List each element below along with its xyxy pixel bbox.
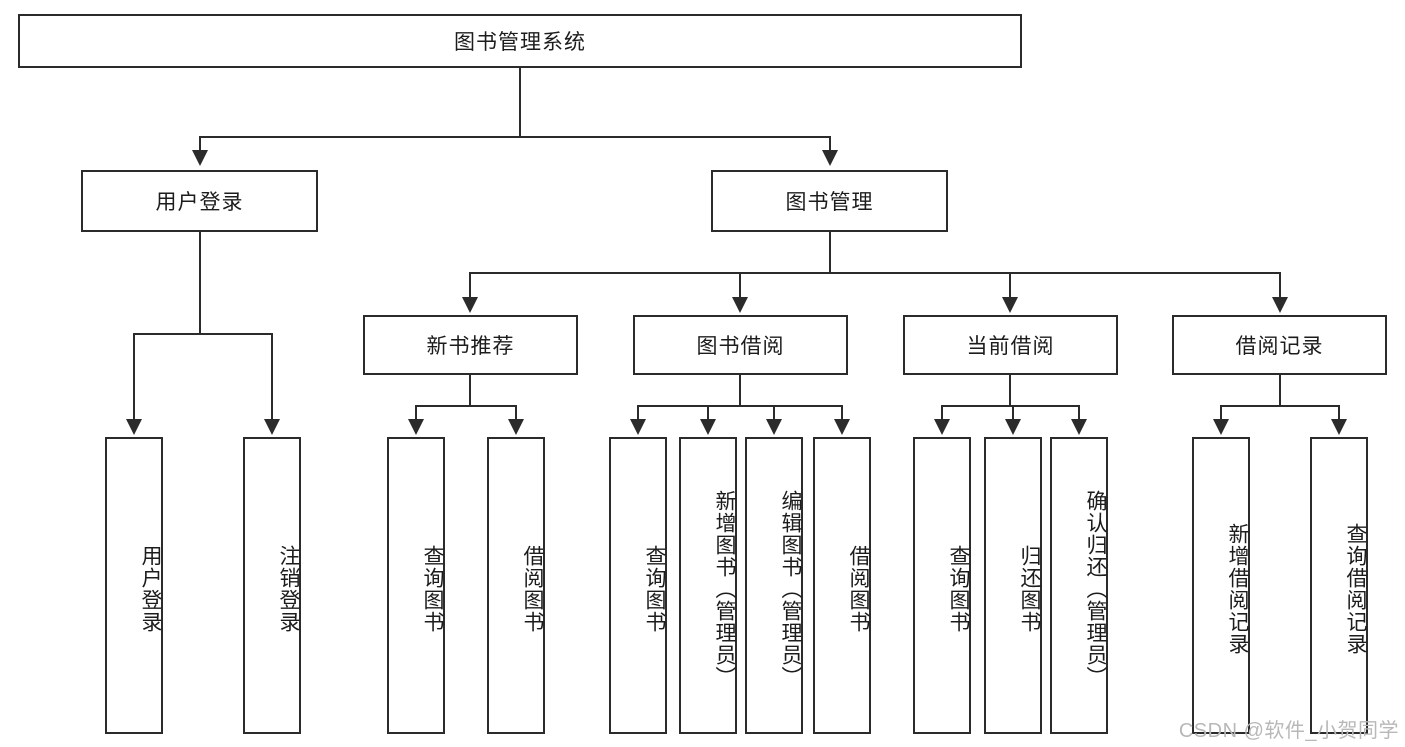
arrowhead-borrow-to-leaf2 <box>700 419 716 435</box>
node-label: 图书管理系统 <box>454 31 586 54</box>
connector-borrow-bus <box>637 405 842 407</box>
connector-current-to-leaf3 <box>1078 405 1080 421</box>
connector-borrow-to-leaf4 <box>841 405 843 421</box>
node-user-login[interactable]: 用户登录 <box>81 170 318 232</box>
arrowhead-newbooks-to-leaf2 <box>508 419 524 435</box>
leaf-search-borrow-record[interactable]: 查询借阅记录 <box>1310 437 1368 734</box>
node-label: 用户登录 <box>155 191 244 214</box>
arrowhead-records-to-leaf1 <box>1213 419 1229 435</box>
node-label: 图书借阅 <box>696 335 785 358</box>
node-label: 用户登录 <box>139 544 162 633</box>
connector-login-to-leaf1 <box>133 333 135 421</box>
connector-current-to-leaf1 <box>941 405 943 421</box>
arrowhead-current-to-leaf1 <box>934 419 950 435</box>
connector-login-bus <box>133 333 272 335</box>
connector-bookmgmt-to-newbooks <box>469 272 471 299</box>
arrowhead-current-to-leaf2 <box>1005 419 1021 435</box>
connector-bookmgmt-stem <box>829 232 831 274</box>
arrowhead-borrow-to-leaf1 <box>630 419 646 435</box>
arrowhead-login-to-leaf1 <box>126 419 142 435</box>
connector-root-stem <box>519 68 521 138</box>
arrowhead-records-to-leaf2 <box>1331 419 1347 435</box>
arrowhead-bookmgmt-to-current <box>1002 297 1018 313</box>
arrowhead-login-to-leaf2 <box>264 419 280 435</box>
node-label: 确认归还（管理员） <box>1084 489 1107 688</box>
arrowhead-borrow-to-leaf3 <box>766 419 782 435</box>
node-label: 查询借阅记录 <box>1344 522 1367 655</box>
leaf-edit-book-admin[interactable]: 编辑图书（管理员） <box>745 437 803 734</box>
connector-login-to-leaf2 <box>271 333 273 421</box>
connector-bookmgmt-bus <box>469 272 1281 274</box>
arrowhead-newbooks-to-leaf1 <box>408 419 424 435</box>
connector-borrow-to-leaf3 <box>773 405 775 421</box>
node-label: 归还图书 <box>1018 544 1041 633</box>
node-label: 借阅记录 <box>1235 335 1324 358</box>
connector-records-to-leaf2 <box>1338 405 1340 421</box>
arrowhead-root-to-login <box>192 150 208 166</box>
connector-newbooks-bus <box>415 405 516 407</box>
connector-bookmgmt-to-current <box>1009 272 1011 299</box>
arrowhead-bookmgmt-to-records <box>1272 297 1288 313</box>
leaf-borrow-books[interactable]: 借阅图书 <box>813 437 871 734</box>
connector-login-stem <box>199 232 201 335</box>
node-label: 当前借阅 <box>966 335 1055 358</box>
leaf-user-login[interactable]: 用户登录 <box>105 437 163 734</box>
leaf-search-books-current[interactable]: 查询图书 <box>913 437 971 734</box>
connector-bookmgmt-to-records <box>1279 272 1281 299</box>
leaf-add-borrow-record[interactable]: 新增借阅记录 <box>1192 437 1250 734</box>
connector-current-to-leaf2 <box>1012 405 1014 421</box>
node-label: 图书管理 <box>785 191 874 214</box>
connector-current-stem <box>1009 375 1011 407</box>
node-book-management[interactable]: 图书管理 <box>711 170 948 232</box>
connector-bookmgmt-to-borrow <box>739 272 741 299</box>
node-current-borrow[interactable]: 当前借阅 <box>903 315 1118 375</box>
connector-root-bus <box>199 136 831 138</box>
connector-records-to-leaf1 <box>1220 405 1222 421</box>
arrowhead-root-to-bookmgmt <box>822 150 838 166</box>
node-label: 新增借阅记录 <box>1226 522 1249 655</box>
node-label: 查询图书 <box>947 544 970 633</box>
connector-root-to-login <box>199 136 201 152</box>
node-book-borrow[interactable]: 图书借阅 <box>633 315 848 375</box>
leaf-confirm-return-admin[interactable]: 确认归还（管理员） <box>1050 437 1108 734</box>
connector-records-stem <box>1279 375 1281 407</box>
leaf-add-book-admin[interactable]: 新增图书（管理员） <box>679 437 737 734</box>
connector-borrow-to-leaf2 <box>707 405 709 421</box>
node-new-book-recommend[interactable]: 新书推荐 <box>363 315 578 375</box>
connector-borrow-stem <box>739 375 741 407</box>
leaf-borrow-books-new[interactable]: 借阅图书 <box>487 437 545 734</box>
node-label: 借阅图书 <box>521 544 544 633</box>
node-label: 注销登录 <box>277 544 300 633</box>
leaf-logout[interactable]: 注销登录 <box>243 437 301 734</box>
node-label: 查询图书 <box>643 544 666 633</box>
connector-current-bus <box>941 405 1078 407</box>
arrowhead-bookmgmt-to-borrow <box>732 297 748 313</box>
arrowhead-bookmgmt-to-newbooks <box>462 297 478 313</box>
connector-records-bus <box>1220 405 1339 407</box>
connector-newbooks-stem <box>469 375 471 407</box>
node-root-system[interactable]: 图书管理系统 <box>18 14 1022 68</box>
node-borrow-records[interactable]: 借阅记录 <box>1172 315 1387 375</box>
node-label: 查询图书 <box>421 544 444 633</box>
connector-root-to-bookmgmt <box>829 136 831 152</box>
arrowhead-borrow-to-leaf4 <box>834 419 850 435</box>
node-label: 新书推荐 <box>426 335 515 358</box>
node-label: 借阅图书 <box>847 544 870 633</box>
connector-borrow-to-leaf1 <box>637 405 639 421</box>
leaf-search-books-new[interactable]: 查询图书 <box>387 437 445 734</box>
connector-newbooks-to-leaf2 <box>515 405 517 421</box>
node-label: 新增图书（管理员） <box>713 489 736 688</box>
leaf-search-books-borrow[interactable]: 查询图书 <box>609 437 667 734</box>
connector-newbooks-to-leaf1 <box>415 405 417 421</box>
arrowhead-current-to-leaf3 <box>1071 419 1087 435</box>
leaf-return-books[interactable]: 归还图书 <box>984 437 1042 734</box>
node-label: 编辑图书（管理员） <box>779 489 802 688</box>
